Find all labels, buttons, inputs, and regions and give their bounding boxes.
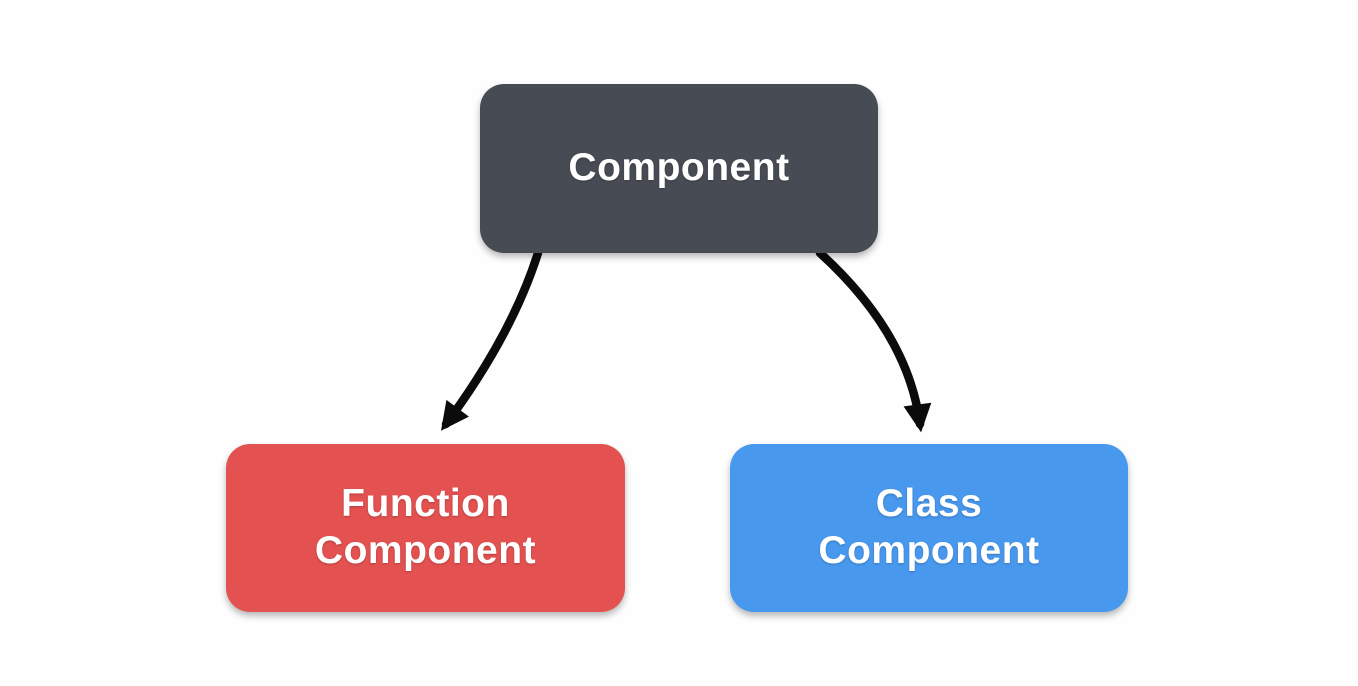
node-class-component-label: Class Component [818, 482, 1040, 572]
node-component-label: Component [568, 146, 790, 190]
node-class-component: Class Component [730, 444, 1128, 612]
node-component: Component [480, 84, 878, 253]
edge-component-to-class-arrow [815, 248, 932, 433]
edge-component-to-function-arrow [440, 248, 543, 431]
node-function-component: Function Component [226, 444, 625, 612]
node-function-component-label: Function Component [314, 482, 537, 572]
